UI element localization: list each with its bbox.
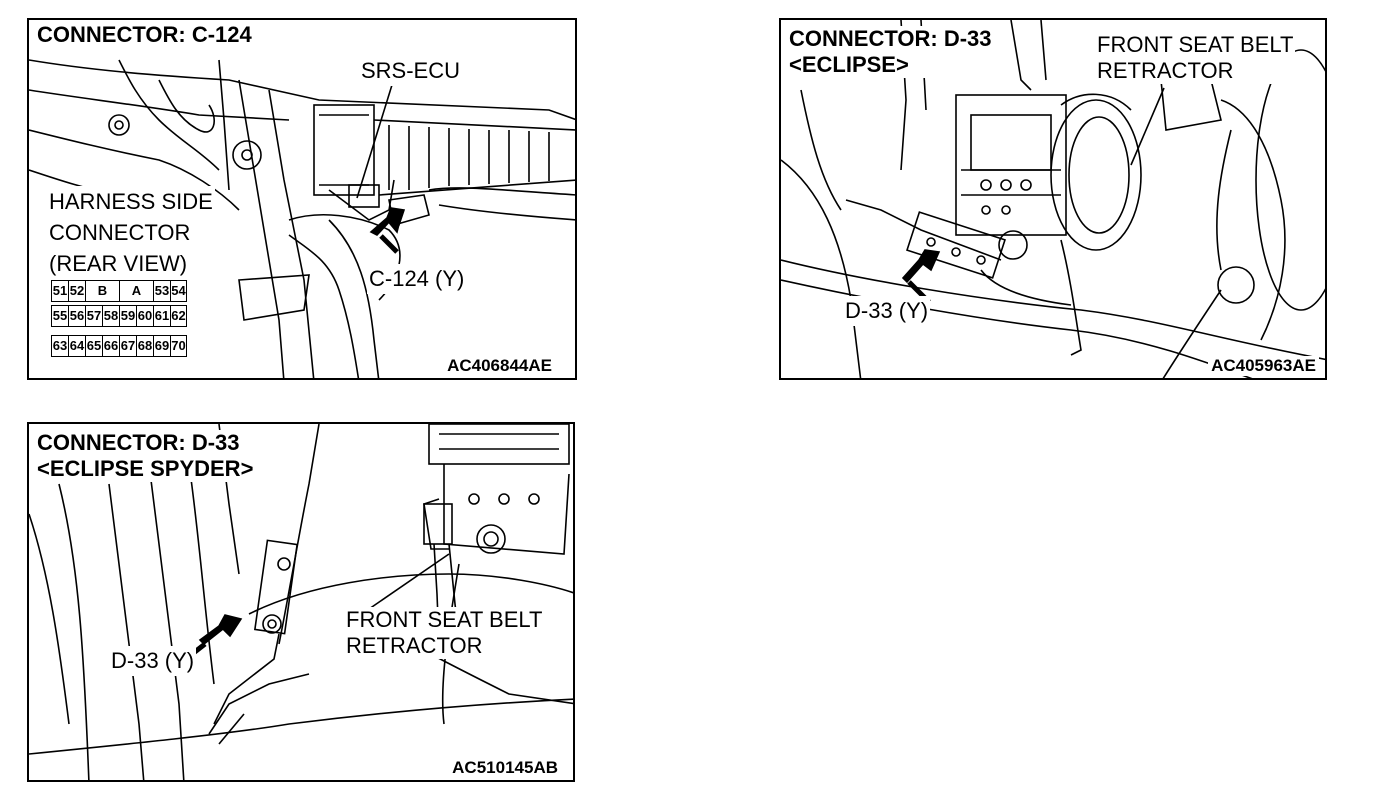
retractor-line-1: FRONT SEAT BELT [346, 607, 543, 632]
srs-ecu-label: SRS-ECU [359, 56, 463, 86]
pin: 63 [51, 335, 68, 357]
pin-layout-diagram: 51 52 B A 53 54 55 56 57 58 59 60 61 62 … [51, 280, 187, 357]
retractor-line-2: RETRACTOR [346, 633, 483, 658]
retractor-line-1: FRONT SEAT BELT [1097, 32, 1294, 57]
pin: 52 [68, 280, 85, 302]
pin: 66 [102, 335, 119, 357]
pin: 64 [68, 335, 85, 357]
pin: 58 [102, 305, 119, 327]
pin: 61 [153, 305, 170, 327]
pin-row-3: 63 64 65 66 67 68 69 70 [51, 335, 187, 357]
retractor-line-2: RETRACTOR [1097, 58, 1234, 83]
pin: 69 [153, 335, 170, 357]
panel-title: CONNECTOR: C-124 [33, 22, 256, 48]
pin: 68 [136, 335, 153, 357]
pin: 57 [85, 305, 102, 327]
pin: A [119, 280, 153, 302]
panel-title: CONNECTOR: D-33 <ECLIPSE SPYDER> [33, 430, 258, 482]
pin: 67 [119, 335, 136, 357]
pin: 70 [170, 335, 187, 357]
retractor-label: FRONT SEAT BELT RETRACTOR [344, 607, 545, 659]
harness-side-label: HARNESS SIDE CONNECTOR (REAR VIEW) [47, 186, 215, 279]
pin: 59 [119, 305, 136, 327]
panel-connector-d33-spyder: CONNECTOR: D-33 <ECLIPSE SPYDER> FRONT S… [27, 422, 575, 782]
panel-title: CONNECTOR: D-33 <ECLIPSE> [785, 26, 996, 78]
title-line-2: <ECLIPSE> [789, 52, 909, 77]
pin: 55 [51, 305, 68, 327]
figure-code: AC510145AB [449, 758, 561, 778]
retractor-label: FRONT SEAT BELT RETRACTOR [1095, 32, 1296, 84]
harness-line-3: (REAR VIEW) [49, 251, 188, 276]
harness-line-2: CONNECTOR [49, 220, 191, 245]
title-line-2: <ECLIPSE SPYDER> [37, 456, 254, 481]
pin: 65 [85, 335, 102, 357]
d33-connector-label: D-33 (Y) [843, 296, 931, 326]
figure-code: AC406844AE [444, 356, 555, 376]
pin: 60 [136, 305, 153, 327]
panel-connector-c124: CONNECTOR: C-124 SRS-ECU HARNESS SIDE CO… [27, 18, 577, 380]
title-line-1: CONNECTOR: D-33 [37, 430, 240, 455]
pin: 62 [170, 305, 187, 327]
seat-belt-retractor-illustration [781, 20, 1325, 378]
pin: 51 [51, 280, 68, 302]
srs-ecu-illustration [29, 59, 575, 378]
pin: 56 [68, 305, 85, 327]
pin-row-1: 51 52 B A 53 54 [51, 280, 187, 302]
figure-code: AC405963AE [1208, 356, 1319, 376]
title-line-1: CONNECTOR: D-33 [789, 26, 992, 51]
pin-row-2: 55 56 57 58 59 60 61 62 [51, 305, 187, 327]
pin: B [85, 280, 119, 302]
d33-connector-label: D-33 (Y) [109, 646, 197, 676]
c124-connector-label: C-124 (Y) [367, 264, 467, 294]
pin: 53 [153, 280, 170, 302]
pin: 54 [170, 280, 187, 302]
panel-connector-d33-eclipse: CONNECTOR: D-33 <ECLIPSE> FRONT SEAT BEL… [779, 18, 1327, 380]
harness-line-1: HARNESS SIDE [49, 189, 213, 214]
